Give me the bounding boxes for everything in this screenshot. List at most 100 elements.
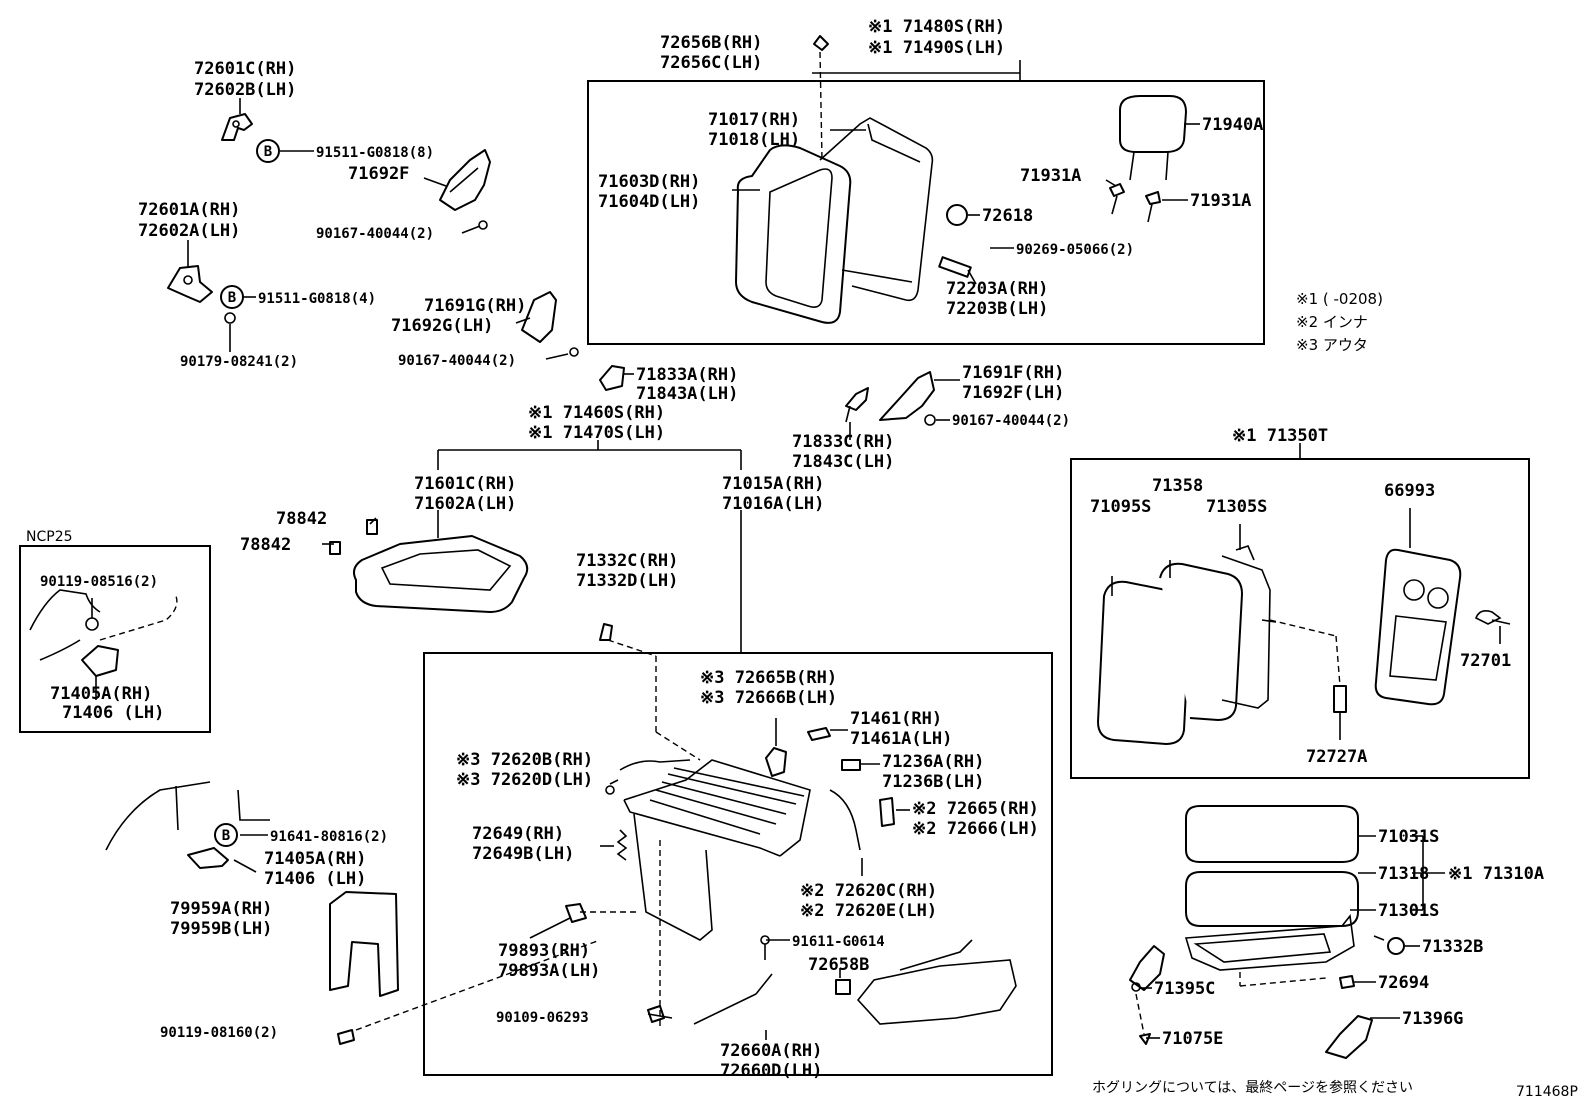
- bolt-marker-3: B: [214, 823, 238, 847]
- part-label: 78842: [240, 535, 291, 555]
- part-label: 72601A(RH): [138, 200, 240, 220]
- rear-cushion-lower-pad-part: [1185, 871, 1359, 927]
- part-label: 71692F: [348, 164, 409, 184]
- note-2: ※2 インナ: [1296, 313, 1368, 331]
- svg-text:B: B: [228, 290, 236, 306]
- part-label: 72601C(RH): [194, 59, 296, 79]
- part-label: 71332D(LH): [576, 571, 678, 591]
- rear-belt-guide-part: [1474, 610, 1511, 625]
- part-label: 71236B(LH): [882, 772, 984, 792]
- svg-text:B: B: [222, 828, 230, 844]
- part-label: 72649B(LH): [472, 844, 574, 864]
- part-label: 72660A(RH): [720, 1041, 822, 1061]
- part-label: 71461(RH): [850, 709, 942, 729]
- part-label: 72656C(LH): [660, 53, 762, 73]
- part-label: 71015A(RH): [722, 474, 824, 494]
- part-label: 71396G: [1402, 1009, 1463, 1029]
- part-label: ※1 71310A: [1448, 864, 1544, 884]
- part-label: 71692F(LH): [962, 383, 1064, 403]
- part-label: 91511-G0818(4): [258, 291, 376, 307]
- part-label: 71095S: [1090, 497, 1151, 517]
- rear-bolt-part: [1373, 935, 1405, 955]
- part-label: ※2 72620C(RH): [800, 881, 937, 901]
- part-label: 78842: [276, 509, 327, 529]
- part-label: 72660D(LH): [720, 1061, 822, 1081]
- part-label: 71406 (LH): [62, 703, 164, 723]
- rear-small-clip-part: [1139, 975, 1355, 1045]
- rear-cover-part: [1325, 1015, 1373, 1059]
- part-label: 71833C(RH): [792, 432, 894, 452]
- cushion-tag-part: [329, 519, 378, 555]
- part-label: 71332C(RH): [576, 551, 678, 571]
- rear-hinge-cover-part: [1129, 945, 1165, 992]
- part-label: 71833A(RH): [636, 365, 738, 385]
- part-label: 72203A(RH): [946, 279, 1048, 299]
- svg-text:B: B: [264, 144, 272, 160]
- rear-seatback-board-part: [1374, 548, 1462, 706]
- part-label: 71461A(LH): [850, 729, 952, 749]
- part-label: 71301S: [1378, 901, 1439, 921]
- part-label: ※3 72620D(LH): [456, 770, 593, 790]
- ncp25-inset-drawing: [29, 589, 178, 677]
- hinge-cover-lower-part: [521, 291, 579, 357]
- part-label: 72727A: [1306, 747, 1367, 767]
- part-label: 71016A(LH): [722, 494, 824, 514]
- part-label: NCP25: [26, 529, 73, 545]
- part-label: 71601C(RH): [414, 474, 516, 494]
- part-label: 71075E: [1162, 1029, 1223, 1049]
- headrest-clip-part: [813, 35, 829, 51]
- floor-bracket-drawing: [105, 781, 270, 869]
- part-label: 90167-40044(2): [952, 413, 1070, 429]
- seatback-assembly-box: [587, 80, 1265, 345]
- bolt-part: [337, 1029, 355, 1045]
- seat-cushion-pad-part: [353, 535, 529, 613]
- part-label: 90269-05066(2): [1016, 242, 1134, 258]
- hinge-cover-upper-part: [439, 149, 491, 230]
- note-1: ※1 ( -0208): [1296, 290, 1383, 308]
- part-label: 71603D(RH): [598, 172, 700, 192]
- part-label: 72649(RH): [472, 824, 564, 844]
- hinge-bracket-lower-part: [167, 265, 236, 324]
- note-3: ※3 アウタ: [1296, 336, 1368, 354]
- part-label: 91641-80816(2): [270, 829, 388, 845]
- leader-lines: [91, 51, 1501, 1040]
- part-label: 71843C(LH): [792, 452, 894, 472]
- cushion-spring-part: [616, 829, 628, 861]
- part-label: 71940A: [1202, 115, 1263, 135]
- part-label: 71236A(RH): [882, 752, 984, 772]
- gas-spring-part: [647, 935, 773, 1025]
- part-label: ※3 72666B(LH): [700, 688, 837, 708]
- seatback-pad-part: [735, 144, 852, 324]
- cushion-clip-small-part: [807, 727, 861, 771]
- part-label: 79893(RH): [498, 941, 590, 961]
- part-label: 72602B(LH): [194, 80, 296, 100]
- part-label: 72658B: [808, 955, 869, 975]
- part-label: 71318: [1378, 864, 1429, 884]
- part-label: 90179-08241(2): [180, 354, 298, 370]
- diagram-code: 711468P: [1516, 1084, 1578, 1099]
- part-label: 90119-08160(2): [160, 1025, 278, 1041]
- seat-leg-cover-part: [329, 891, 399, 997]
- part-label: ※3 72620B(RH): [456, 750, 593, 770]
- part-label: 71017(RH): [708, 110, 800, 130]
- hinge-bracket-upper-part: [221, 113, 253, 141]
- part-label: ※1 71350T: [1232, 426, 1328, 446]
- cushion-frame-assembly-box: [423, 652, 1053, 1076]
- lock-cover-part: [765, 747, 787, 777]
- part-label: 72694: [1378, 973, 1429, 993]
- part-label: 72618: [982, 206, 1033, 226]
- cushion-bracket-part: [599, 365, 625, 391]
- footer-note: ホグリングについては、最終ページを参照ください: [1092, 1079, 1413, 1096]
- rear-clip-part: [1333, 685, 1347, 713]
- side-cover-part: [879, 371, 936, 426]
- part-label: 79959A(RH): [170, 899, 272, 919]
- part-label: 72602A(LH): [138, 221, 240, 241]
- part-label: ※1 71480S(RH): [868, 17, 1005, 37]
- part-label: 79959B(LH): [170, 919, 272, 939]
- part-label: 90167-40044(2): [316, 226, 434, 242]
- part-label: 91611-G0614: [792, 934, 885, 950]
- part-label: 71406 (LH): [264, 869, 366, 889]
- part-label: 71018(LH): [708, 130, 800, 150]
- part-label: 91511-G0818(8): [316, 145, 434, 161]
- part-label: ※2 72620E(LH): [800, 901, 937, 921]
